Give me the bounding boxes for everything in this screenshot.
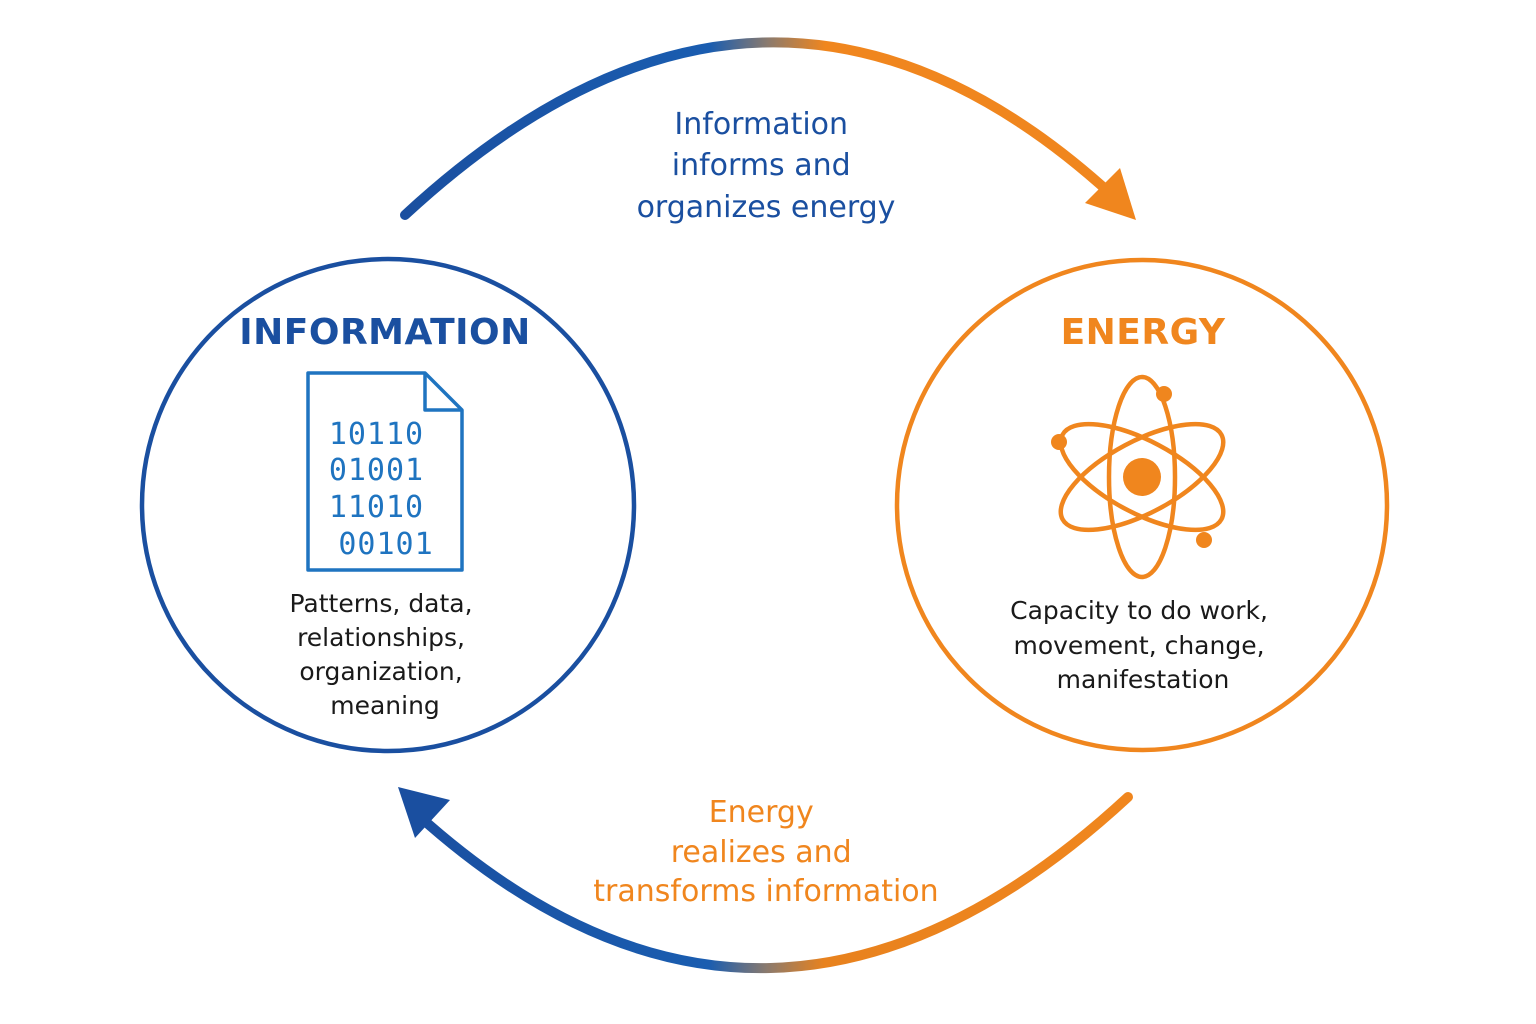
- information-desc-line: relationships,: [297, 623, 465, 652]
- bottom-flow-line: Energy: [709, 795, 814, 830]
- energy-desc-line: Capacity to do work,: [1010, 596, 1268, 625]
- bottom-flow-line: realizes and: [671, 835, 852, 870]
- information-description: Patterns, data, relationships, organizat…: [289, 589, 480, 720]
- top-flow-line: Information: [674, 107, 848, 142]
- binary-line: 11010: [329, 490, 424, 525]
- energy-desc-line: movement, change,: [1013, 631, 1264, 660]
- bottom-arrowhead-icon: [398, 787, 450, 838]
- energy-description: Capacity to do work, movement, change, m…: [1010, 596, 1276, 694]
- atom-icon: [1051, 374, 1226, 580]
- information-desc-line: Patterns, data,: [289, 589, 472, 618]
- bottom-arc: [413, 792, 1133, 973]
- top-flow-line: organizes energy: [637, 190, 896, 225]
- information-desc-line: meaning: [330, 691, 440, 720]
- top-flow-label: Information informs and organizes energy: [637, 107, 896, 225]
- top-arrowhead-icon: [1085, 168, 1136, 220]
- bottom-flow-line: transforms information: [593, 874, 938, 909]
- information-desc-line: organization,: [299, 657, 462, 686]
- information-node: INFORMATION 10110 01001 11010 00101 Patt…: [139, 256, 637, 754]
- bottom-flow-arrow: [398, 787, 1133, 973]
- energy-circle: [894, 257, 1390, 753]
- top-arc: [400, 37, 1117, 220]
- binary-line: 01001: [329, 453, 424, 488]
- binary-line: 10110: [329, 417, 424, 452]
- top-flow-line: informs and: [672, 148, 851, 183]
- binary-text: 10110 01001 11010 00101: [329, 417, 443, 562]
- energy-title: ENERGY: [1061, 312, 1226, 353]
- energy-desc-line: manifestation: [1057, 665, 1230, 694]
- binary-line: 00101: [338, 527, 433, 562]
- bottom-flow-label: Energy realizes and transforms informati…: [593, 795, 938, 909]
- binary-document-icon: 10110 01001 11010 00101: [306, 371, 464, 572]
- energy-node: ENERGY Capacity to do work, movement, ch…: [894, 257, 1390, 753]
- top-flow-arrow: [400, 37, 1136, 220]
- information-title: INFORMATION: [239, 312, 531, 353]
